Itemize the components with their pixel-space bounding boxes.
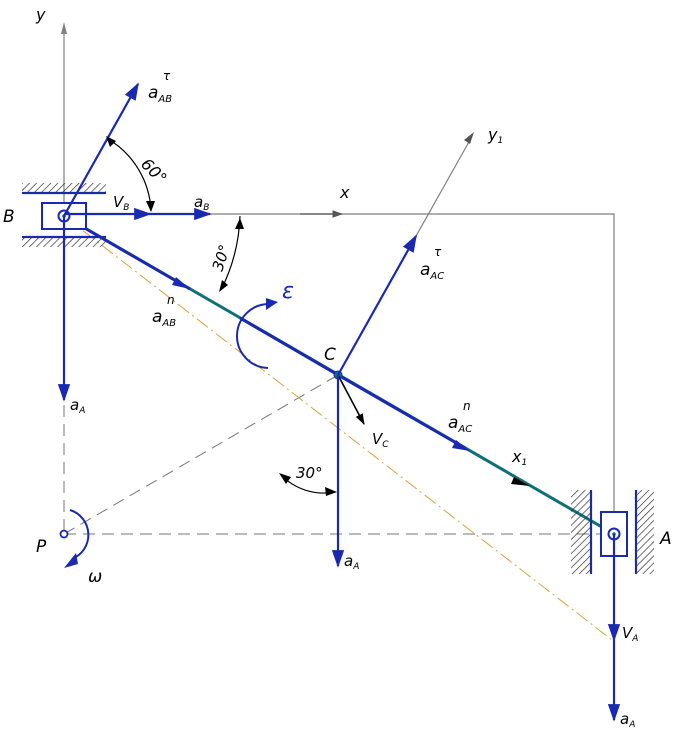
angle-30-lower-arrow-right (325, 487, 337, 496)
epsilon-arrowhead (266, 298, 278, 310)
slider-b-top-hatch (22, 183, 106, 193)
a-ab-tau-superscript: τ (163, 69, 171, 83)
point-c-label: C (324, 345, 336, 365)
y-axis-arrowhead (61, 22, 67, 34)
rod-ab-blue-mid (239, 316, 339, 377)
a-ac-n-label: aAC (448, 413, 472, 435)
a-b-label: aB (194, 193, 209, 213)
angle-30-upper-arrow-bottom (219, 280, 228, 292)
angle-60-label: 60° (137, 154, 170, 187)
v-a-label: VA (622, 624, 638, 644)
y1-axis-arrowhead (464, 132, 474, 144)
point-p (59, 529, 69, 539)
x1-axis-label: x1 (511, 447, 527, 468)
a-ab-tau-label: aAB (148, 83, 172, 105)
v-c-vector (337, 374, 365, 425)
a-a-label-a: aA (620, 710, 635, 730)
a-a-label-c: aA (344, 552, 359, 572)
slider-a-right-hatch (636, 490, 654, 574)
omega-label: ω (88, 567, 102, 587)
slider-a-left-hatch (571, 490, 591, 574)
a-ac-tau-label: aAC (420, 260, 444, 282)
a-ac-n-superscript: n (463, 399, 471, 413)
a-ab-n-arrowhead (172, 277, 190, 289)
a-ab-tau-vector (63, 82, 139, 217)
omega-arrowhead (64, 553, 78, 568)
y1-axis-label: y1 (487, 125, 503, 146)
rod-ab-blue-lower (337, 373, 466, 450)
point-b-label: B (3, 207, 15, 227)
angle-30-upper-arrow-top (235, 218, 244, 229)
angle-60-arrow-top (106, 136, 116, 147)
x-axis-label: x (339, 183, 350, 202)
point-p-label: P (36, 537, 47, 557)
angle-30-lower-label: 30° (296, 464, 323, 482)
angle-60-arrow-bottom (146, 201, 155, 212)
y-axis-label: y (35, 5, 46, 24)
a-ab-n-superscript: n (167, 293, 175, 307)
epsilon-label: ε (282, 279, 294, 304)
a-ab-n-label: aAB (152, 307, 176, 329)
angle-30-lower-arrow-left (279, 473, 291, 484)
epsilon-arc (236, 302, 271, 369)
omega-arc (69, 509, 90, 560)
a-a-label-b: aA (70, 396, 85, 416)
x1-arrowhead (511, 477, 530, 486)
a-ac-n-arrowhead (452, 440, 470, 451)
a-ac-tau-superscript: τ (434, 245, 442, 259)
v-b-label: VB (113, 193, 129, 213)
a-ac-tau-vector (337, 234, 417, 376)
point-a-label: A (659, 529, 672, 549)
x-axis-frame (64, 213, 615, 535)
dashed-p-c (63, 374, 339, 535)
v-c-label: VC (372, 430, 389, 450)
